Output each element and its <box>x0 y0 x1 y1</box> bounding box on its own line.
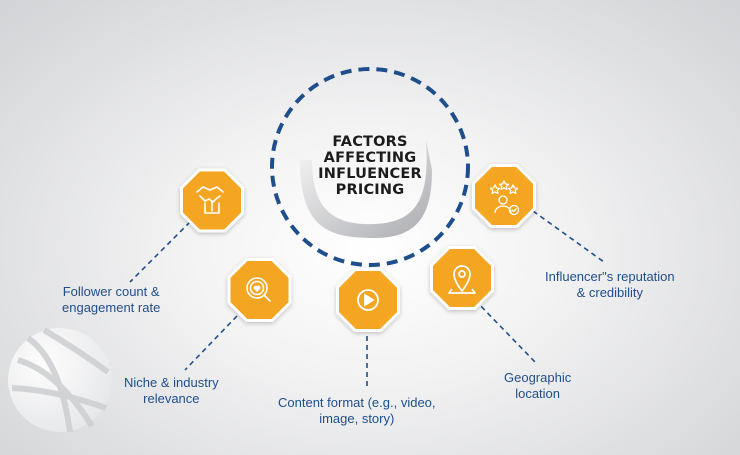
label-follower-count: Follower count & engagement rate <box>62 284 160 316</box>
center-dashed-ring <box>270 67 470 267</box>
play-button-icon <box>357 289 379 311</box>
center-title: FACTORS AFFECTING INFLUENCER PRICING <box>300 134 440 198</box>
title-line: AFFECTING <box>323 150 417 166</box>
label-line: Niche & industry <box>124 375 219 390</box>
connector-line-reputation <box>532 210 605 263</box>
label-line: Influencer"s reputation <box>545 269 675 284</box>
search-heart-icon <box>246 277 271 302</box>
badge-niche <box>227 258 292 322</box>
star-rating-user-icon <box>489 180 520 216</box>
label-reputation: Influencer"s reputation & credibility <box>545 269 675 301</box>
decorative-globe <box>8 327 112 433</box>
label-line: & credibility <box>576 285 644 300</box>
connector-line-follower <box>129 221 191 283</box>
label-line: Content format (e.g., video, <box>278 395 436 410</box>
label-geographic-location: Geographic location <box>504 370 571 402</box>
label-niche-relevance: Niche & industry relevance <box>124 375 219 407</box>
title-line: INFLUENCER <box>318 166 422 182</box>
location-pin-icon <box>448 265 476 294</box>
handshake-icon <box>196 186 224 214</box>
label-line: engagement rate <box>62 300 161 315</box>
label-content-format: Content format (e.g., video, image, stor… <box>278 395 436 427</box>
label-line: location <box>515 386 561 401</box>
title-line: PRICING <box>335 182 405 198</box>
badge-geographic <box>430 246 494 310</box>
connector-line-geographic <box>474 299 536 363</box>
connector-line-niche <box>184 315 238 371</box>
label-line: relevance <box>143 391 200 406</box>
label-line: Follower count & <box>62 284 160 299</box>
title-line: FACTORS <box>332 134 408 150</box>
label-line: image, story) <box>319 411 395 426</box>
label-line: Geographic <box>504 370 572 385</box>
